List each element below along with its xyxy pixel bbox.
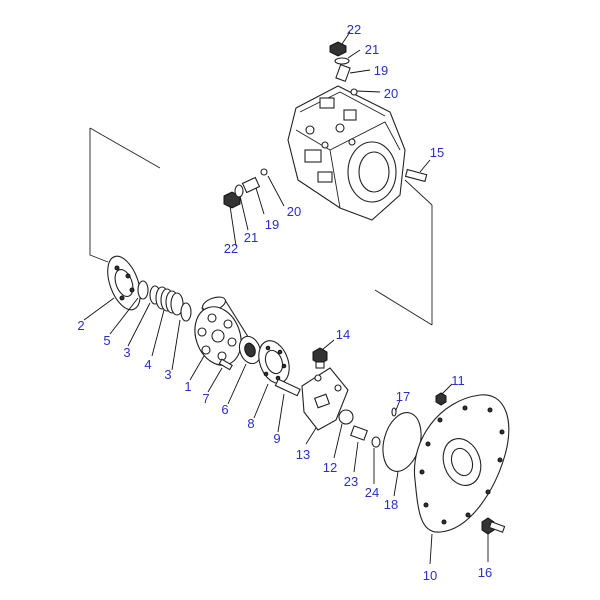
callout-3-right: 3 bbox=[164, 367, 171, 382]
bearing-6 bbox=[238, 335, 262, 365]
ring-24 bbox=[371, 436, 381, 448]
callout-19-upper: 19 bbox=[374, 63, 388, 78]
upper-valve-stack bbox=[329, 41, 358, 96]
callout-24: 24 bbox=[365, 485, 379, 500]
callout-22-upper: 22 bbox=[347, 22, 361, 37]
ball-12 bbox=[338, 409, 354, 425]
swash-plate-2 bbox=[107, 255, 141, 311]
callout-8: 8 bbox=[247, 416, 254, 431]
callout-20-upper: 20 bbox=[384, 86, 398, 101]
spring-4 bbox=[155, 286, 184, 316]
callout-13: 13 bbox=[296, 447, 310, 462]
spool-23 bbox=[350, 425, 368, 441]
cover-13 bbox=[301, 367, 349, 431]
callout-14: 14 bbox=[336, 327, 350, 342]
flange-10 bbox=[413, 394, 510, 533]
shaft-9 bbox=[274, 378, 301, 397]
callout-19-lower: 19 bbox=[265, 217, 279, 232]
lower-valve-stack bbox=[223, 168, 268, 209]
pin-17 bbox=[391, 407, 397, 417]
pin-15 bbox=[404, 168, 428, 183]
callout-20-lower: 20 bbox=[287, 204, 301, 219]
callout-6: 6 bbox=[221, 402, 228, 417]
callout-5: 5 bbox=[103, 333, 110, 348]
callout-11: 11 bbox=[451, 373, 465, 388]
plug-14 bbox=[312, 347, 328, 369]
callout-1: 1 bbox=[184, 379, 191, 394]
callout-21-upper: 21 bbox=[365, 42, 379, 57]
callout-10: 10 bbox=[423, 568, 437, 583]
washer-3-right bbox=[180, 302, 192, 322]
callout-15: 15 bbox=[430, 145, 444, 160]
callout-22-lower: 22 bbox=[224, 241, 238, 256]
cylinder-block-1 bbox=[194, 296, 251, 366]
pump-housing bbox=[287, 85, 406, 221]
callout-7: 7 bbox=[202, 391, 209, 406]
callout-3-left: 3 bbox=[123, 345, 130, 360]
callout-18: 18 bbox=[384, 497, 398, 512]
valve-plate-8 bbox=[258, 340, 290, 384]
callout-labels: 22 21 19 20 15 19 20 21 22 2 5 3 4 3 1 7… bbox=[77, 22, 492, 583]
bolt-11 bbox=[435, 392, 447, 406]
callout-21-lower: 21 bbox=[244, 230, 258, 245]
leader-lines bbox=[83, 31, 489, 565]
callout-9: 9 bbox=[273, 431, 280, 446]
callout-23: 23 bbox=[344, 474, 358, 489]
callout-12: 12 bbox=[323, 460, 337, 475]
snap-ring-5 bbox=[137, 280, 149, 300]
callout-2: 2 bbox=[77, 318, 84, 333]
bolt-16 bbox=[481, 517, 506, 535]
pin-7 bbox=[218, 358, 233, 371]
callout-4: 4 bbox=[144, 357, 151, 372]
callout-17: 17 bbox=[396, 389, 410, 404]
assembly-guide-lines bbox=[89, 127, 433, 326]
callout-16: 16 bbox=[478, 565, 492, 580]
